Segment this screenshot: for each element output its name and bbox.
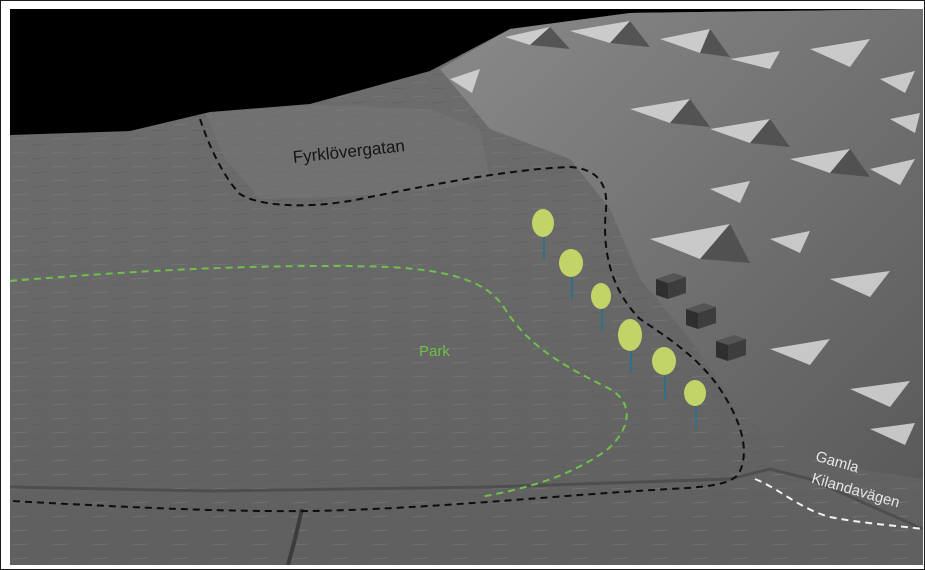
project-boundary	[10, 118, 745, 513]
park-label: Park	[419, 343, 450, 360]
park-boundary	[10, 264, 628, 498]
street-embankment	[205, 105, 490, 199]
building	[656, 273, 686, 299]
rock-shadows	[530, 21, 870, 263]
road-line-gamla-kilandavagen	[754, 478, 923, 530]
terrain-trench	[10, 467, 923, 531]
building	[686, 303, 716, 329]
tree	[559, 249, 583, 299]
tree	[684, 380, 706, 429]
trees	[532, 209, 706, 429]
terrain-crack	[286, 508, 304, 565]
terrain-map-view[interactable]: Fyrklövergatan Park Gamla Kilandavägen	[10, 9, 923, 565]
tree	[591, 283, 611, 331]
buildings	[656, 273, 746, 361]
terrain-3d-render	[10, 9, 923, 565]
tree	[652, 347, 676, 399]
tree	[618, 319, 642, 373]
building	[716, 335, 746, 361]
tree	[532, 209, 554, 259]
